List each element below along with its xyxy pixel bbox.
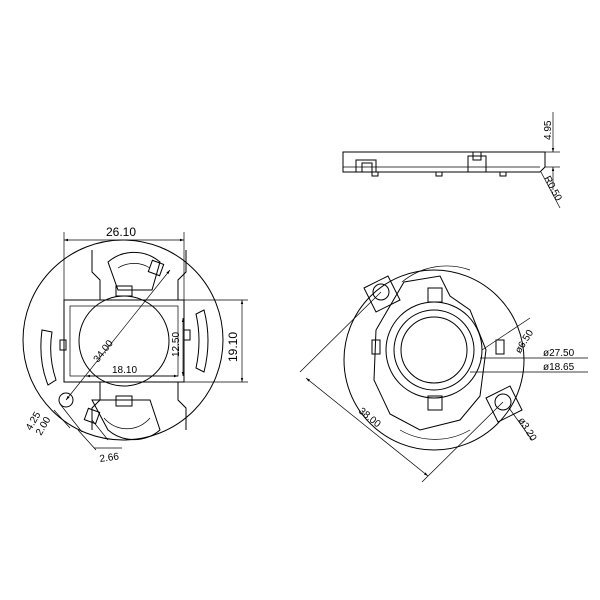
dim-ext-lug-top	[299, 291, 382, 373]
front-inner-height-dim: 12.50	[171, 332, 182, 357]
iso-bore-dia-dim: ø18.65	[543, 362, 575, 373]
front-top-slot	[107, 251, 161, 291]
iso-clip-top	[427, 287, 443, 303]
side-tab-right-top	[472, 151, 482, 161]
front-slot-dim: 2.66	[99, 451, 120, 465]
iso-span-dim: 38.00	[356, 406, 383, 431]
iso-view: 38.00 ø6.50 ø27.50 ø18.65 ø3.20	[299, 265, 588, 483]
iso-bore-outer	[385, 301, 483, 399]
side-radius-dim: R0.50	[541, 174, 563, 203]
front-bottom-slot	[91, 399, 161, 441]
front-left-clip	[59, 339, 67, 351]
front-inner-width-dim: 18.10	[112, 365, 137, 376]
dim-slot-leader-1	[77, 429, 97, 451]
iso-bore-inner	[400, 316, 468, 384]
dim-hole-leader	[508, 407, 533, 441]
dim-inner-leader	[481, 317, 531, 351]
dim-hole-leader-1	[53, 409, 71, 429]
iso-arc-bottom	[399, 429, 471, 440]
side-view: 4.95 R0.50	[342, 112, 564, 209]
side-tab-left-inner	[361, 162, 373, 173]
front-right-crescent	[195, 309, 209, 373]
side-pin-3	[499, 171, 507, 177]
iso-inner-dia-dim: ø6.50	[513, 328, 536, 356]
front-outer-circle	[22, 239, 224, 441]
iso-arc-top	[401, 265, 471, 283]
dim-span-line	[305, 377, 429, 477]
dim-hole-leader-2	[59, 403, 83, 433]
iso-hole-bottom	[494, 393, 512, 411]
iso-bore-mid	[393, 309, 475, 391]
front-top-clip	[115, 285, 133, 297]
front-top-tab	[147, 259, 165, 277]
iso-lug-bottom	[485, 385, 523, 423]
iso-clip-right	[495, 339, 505, 355]
iso-hole-dia-dim: ø3.20	[515, 416, 538, 444]
side-pin-2	[435, 171, 443, 177]
side-tab-right	[467, 155, 487, 173]
iso-lug-top	[363, 275, 401, 313]
iso-clip-bottom	[427, 395, 443, 411]
front-right-clip	[183, 329, 191, 341]
front-top-housing	[91, 250, 187, 301]
side-tab-left	[355, 159, 377, 173]
front-bottom-housing	[91, 381, 187, 430]
front-bottom-slot-inner	[103, 417, 151, 430]
front-height-dim: 19.10	[226, 332, 240, 362]
iso-outer-dia-dim: ø27.50	[543, 348, 575, 359]
iso-clip-left	[371, 339, 381, 355]
side-height-dim: 4.95	[543, 120, 554, 140]
iso-hole-top	[372, 283, 390, 301]
side-pin-1	[371, 171, 379, 177]
front-top-slot-inner	[117, 263, 151, 269]
dim-diagonal-line	[65, 269, 171, 401]
iso-outer-ring	[343, 269, 525, 451]
front-width-dim: 26.10	[106, 225, 136, 239]
radius-leader	[540, 171, 561, 209]
dim-slot-leader-2	[91, 419, 109, 441]
front-bottom-clip	[115, 395, 133, 407]
side-body-outline	[342, 151, 546, 173]
front-bottom-tab	[83, 407, 101, 425]
front-left-crescent	[40, 329, 57, 386]
front-view: 26.10 19.10 34.00 18.10 12.50 4.25 2.00 …	[22, 225, 248, 465]
iso-housing	[373, 275, 487, 431]
dim-ext-lug-bottom	[421, 401, 504, 483]
